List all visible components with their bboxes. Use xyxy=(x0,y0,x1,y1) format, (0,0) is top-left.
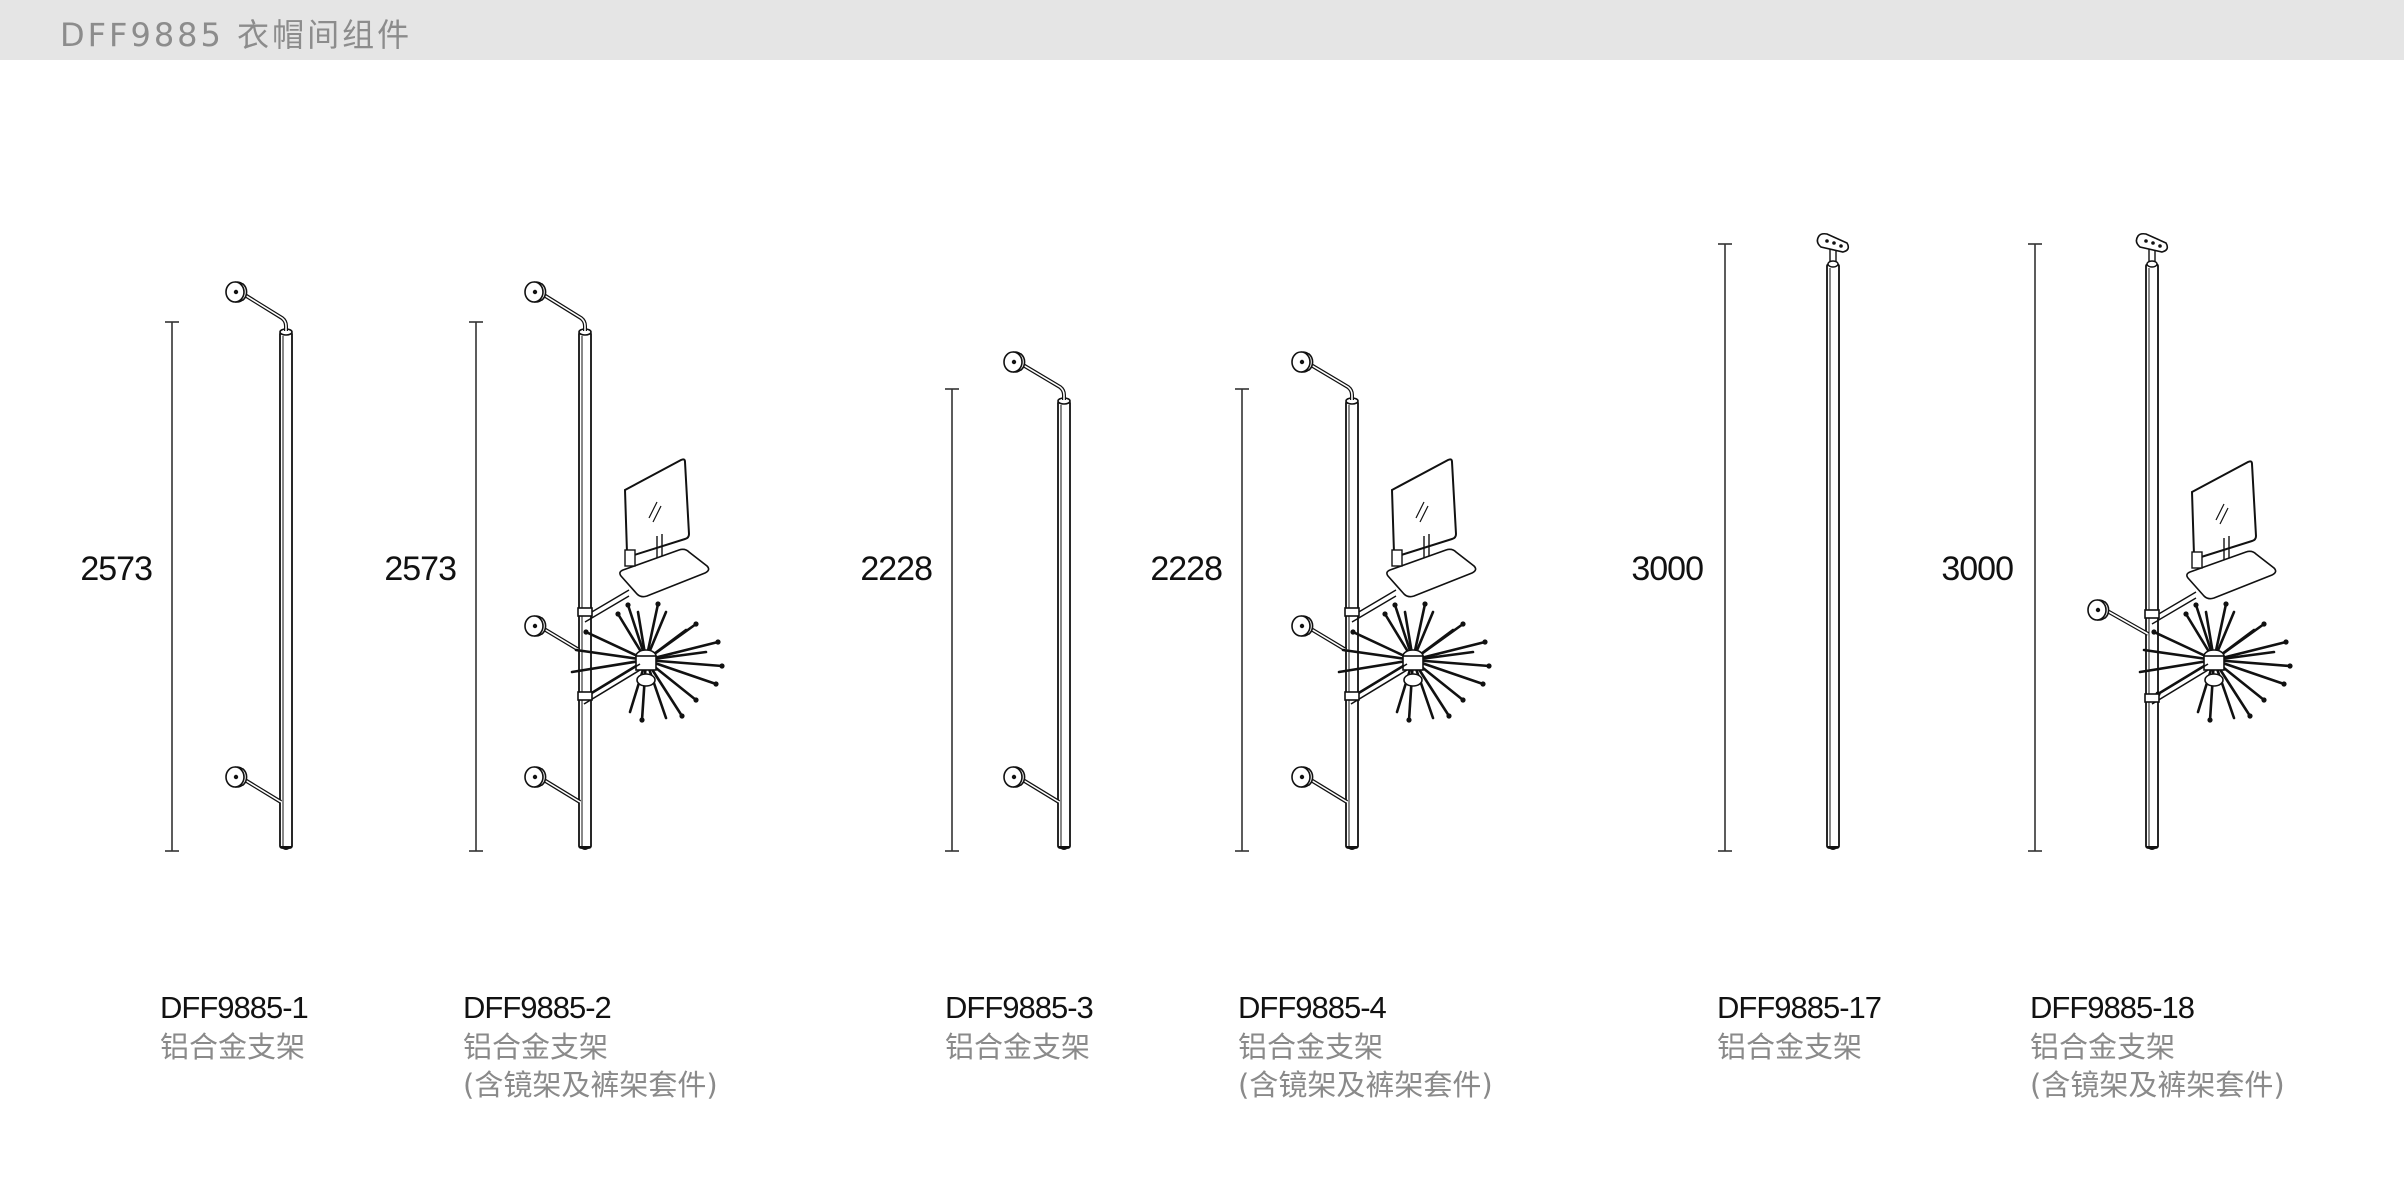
product-4-drawing xyxy=(1235,351,1493,852)
product-code: DFF9885-2 xyxy=(463,990,612,1025)
product-code: DFF9885-4 xyxy=(1238,990,1387,1025)
product-2-drawing xyxy=(469,281,726,852)
height-dimension-2: 2573 xyxy=(384,550,457,588)
product-label-3: DFF9885-3 铝合金支架 xyxy=(945,988,1094,1066)
product-code: DFF9885-18 xyxy=(2030,990,2195,1025)
product-label-17: DFF9885-17 铝合金支架 xyxy=(1717,988,1882,1066)
height-dimension-17: 3000 xyxy=(1631,550,1704,588)
product-label-4: DFF9885-4 铝合金支架 (含镜架及裤架套件) xyxy=(1238,988,1493,1104)
product-description-extra: (含镜架及裤架套件) xyxy=(2030,1068,2285,1102)
product-code: DFF9885-3 xyxy=(945,990,1094,1025)
product-description: 铝合金支架 xyxy=(160,1030,306,1064)
product-label-18: DFF9885-18 铝合金支架 (含镜架及裤架套件) xyxy=(2030,988,2285,1104)
height-dimension-3: 2228 xyxy=(860,550,933,588)
product-description: 铝合金支架 xyxy=(1238,1030,1384,1064)
height-dimension-4: 2228 xyxy=(1150,550,1223,588)
product-description-extra: (含镜架及裤架套件) xyxy=(1238,1068,1493,1102)
product-3-drawing xyxy=(945,351,1071,852)
product-18-drawing xyxy=(2028,232,2294,852)
product-code: DFF9885-1 xyxy=(160,990,309,1025)
header-bar: DFF9885 衣帽间组件 xyxy=(0,0,2404,60)
product-description: 铝合金支架 xyxy=(945,1030,1091,1064)
product-description: 铝合金支架 xyxy=(1717,1030,1863,1064)
height-dimension-1: 2573 xyxy=(80,550,153,588)
product-label-2: DFF9885-2 铝合金支架 (含镜架及裤架套件) xyxy=(463,988,718,1104)
height-dimension-18: 3000 xyxy=(1941,550,2014,588)
page-title: DFF9885 衣帽间组件 xyxy=(60,16,413,54)
product-description: 铝合金支架 xyxy=(463,1030,609,1064)
product-description: 铝合金支架 xyxy=(2030,1030,2176,1064)
product-17-drawing xyxy=(1718,232,1850,852)
product-1-drawing xyxy=(165,281,293,852)
product-description-extra: (含镜架及裤架套件) xyxy=(463,1068,718,1102)
product-label-1: DFF9885-1 铝合金支架 xyxy=(160,988,309,1066)
product-code: DFF9885-17 xyxy=(1717,990,1882,1025)
